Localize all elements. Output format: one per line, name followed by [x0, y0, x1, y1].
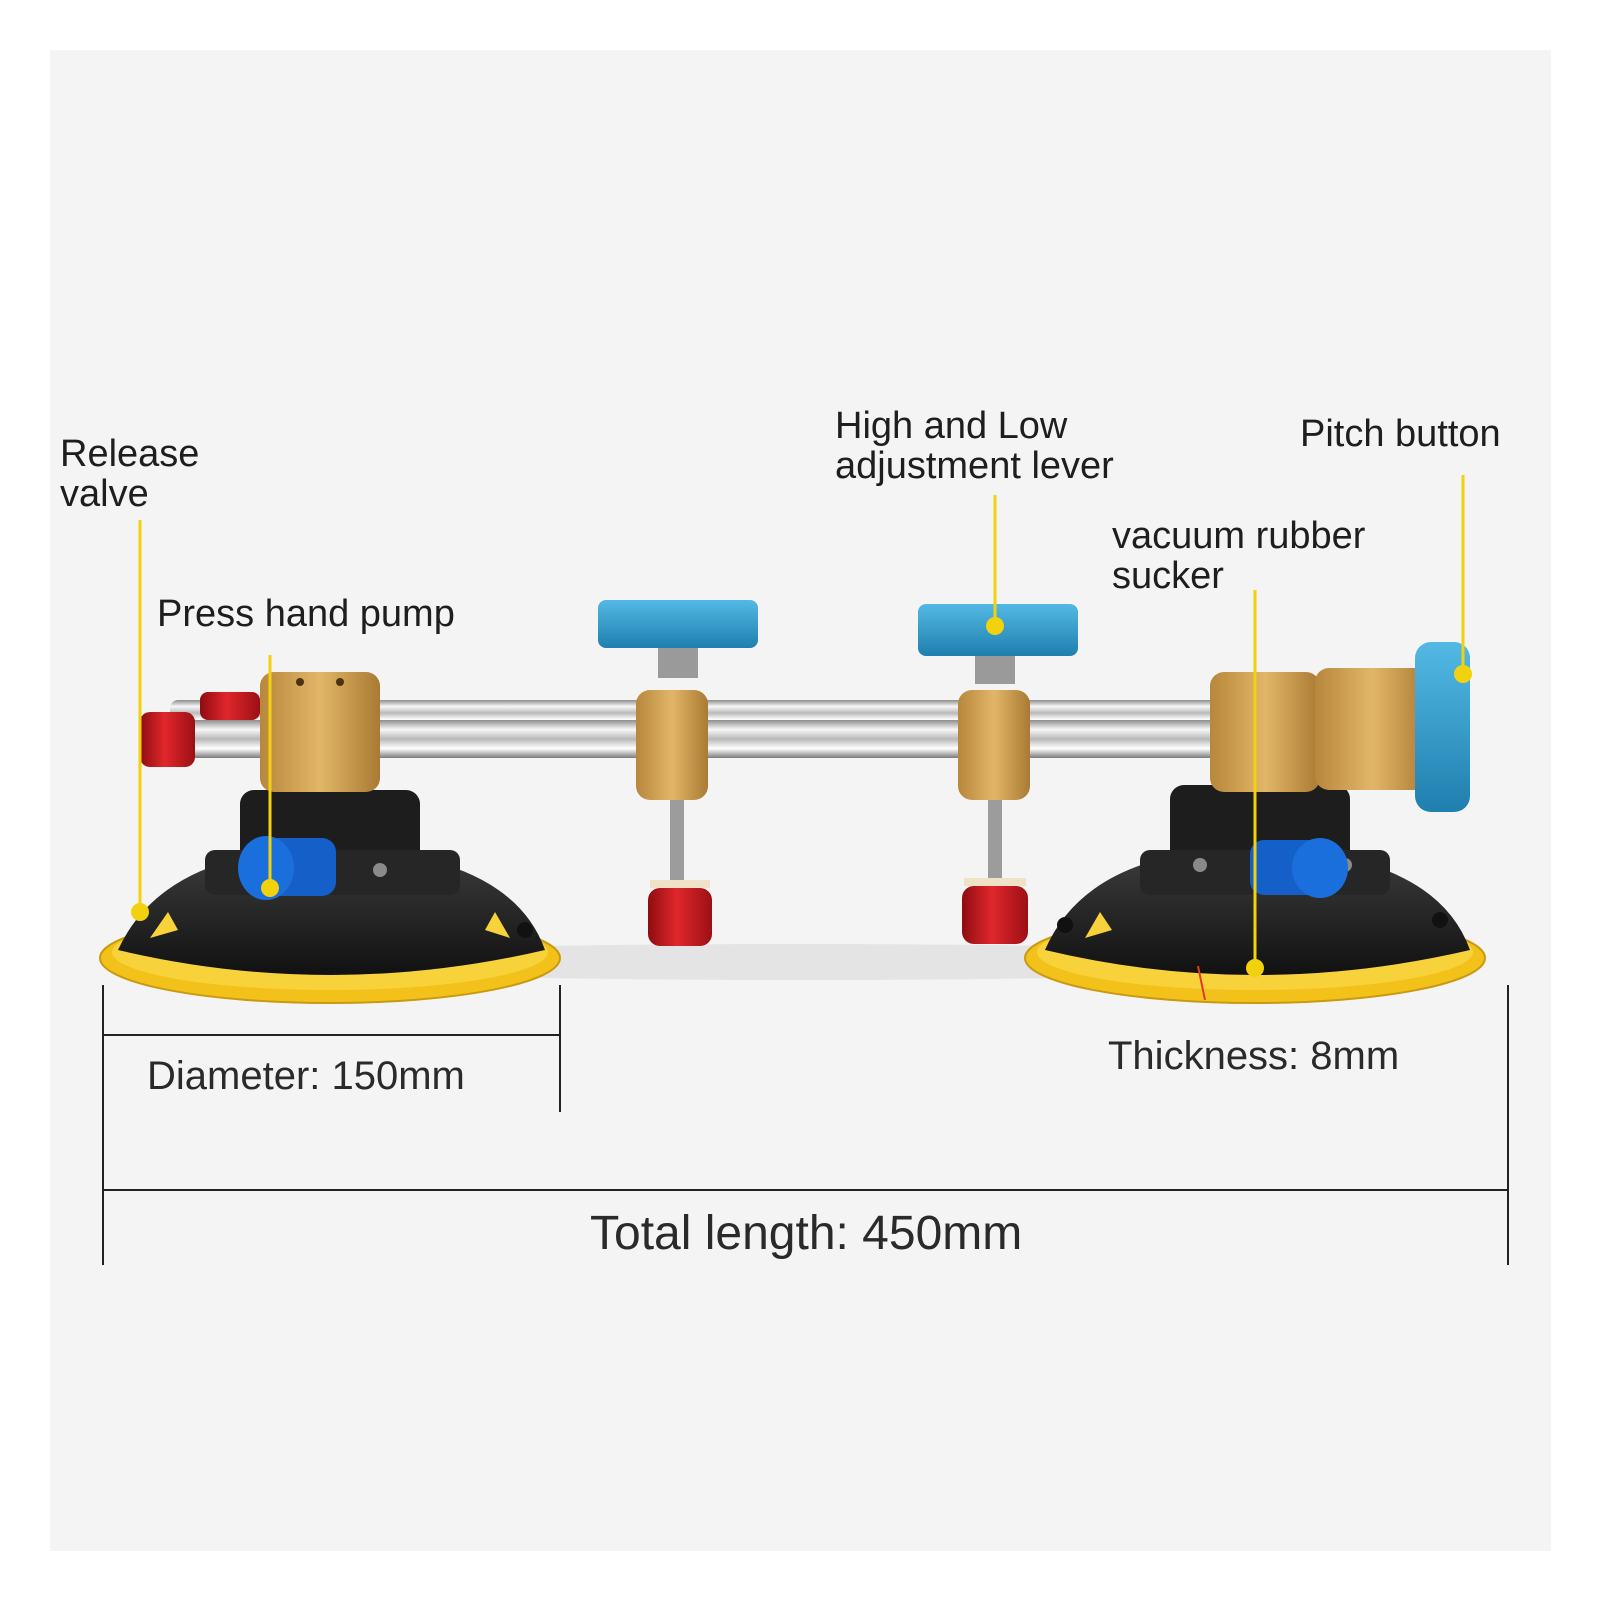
pitch-gold-clamp: [1315, 668, 1430, 790]
left-lever-clamp: [636, 690, 708, 800]
sucker-dot: [1246, 959, 1264, 977]
right-foot: [1057, 917, 1073, 933]
height-lever-label-line-2: adjustment lever: [835, 445, 1114, 487]
front-chrome-bar: [150, 720, 1380, 758]
clamp-hole: [296, 678, 304, 686]
pump-dot: [261, 879, 279, 897]
release-valve-dot: [131, 903, 149, 921]
left-threaded-rod: [670, 800, 684, 890]
right-suction-cup: [1024, 785, 1486, 1004]
rubber-sucker-label-line-2: sucker: [1112, 555, 1224, 597]
height-lever-label: High and Low adjustment lever: [835, 406, 1114, 486]
right-felt-pad: [964, 878, 1026, 886]
left-height-lever: [598, 600, 758, 946]
clamp-hole-2: [336, 678, 344, 686]
left-rim-tab-2: [485, 912, 510, 938]
callout-lines: [131, 475, 1472, 977]
right-red-foot: [962, 886, 1028, 944]
height-lever-label-line-1: High and Low: [835, 405, 1068, 447]
left-gold-clamp: [260, 672, 380, 792]
right-pump-cap: [1292, 838, 1348, 898]
release-valve-label: Release valve: [60, 434, 199, 514]
press-hand-pump-label: Press hand pump: [157, 593, 455, 635]
release-valve-cap: [140, 712, 195, 767]
left-red-foot: [648, 888, 712, 946]
left-pump-cap: [238, 836, 294, 900]
dimension-lines: [102, 985, 1509, 1265]
rear-red-cap: [200, 692, 260, 720]
rear-chrome-bar: [170, 700, 1380, 726]
release-valve-label-line-1: Release: [60, 433, 200, 475]
pitch-button-label: Pitch button: [1300, 413, 1501, 455]
left-screw: [373, 863, 387, 877]
total-length-label: Total length: 450mm: [590, 1207, 1023, 1260]
right-nut: [975, 656, 1015, 684]
release-valve-label-line-2: valve: [60, 473, 149, 515]
right-gold-clamp: [1210, 672, 1320, 792]
left-foot: [517, 922, 533, 938]
right-screw: [1193, 858, 1207, 872]
right-foot-2: [1432, 912, 1448, 928]
lever-dot: [986, 617, 1004, 635]
thickness-marker: [1197, 965, 1206, 1001]
right-lever-clamp: [958, 690, 1030, 800]
pitch-dot: [1454, 665, 1472, 683]
rubber-sucker-label-line-1: vacuum rubber: [1112, 515, 1366, 557]
left-rim-tab: [150, 912, 178, 938]
rubber-sucker-label: vacuum rubber sucker: [1112, 516, 1365, 596]
right-threaded-rod: [988, 800, 1002, 888]
thickness-label: Thickness: 8mm: [1108, 1034, 1400, 1078]
diameter-label: Diameter: 150mm: [147, 1054, 465, 1098]
left-nut: [658, 648, 698, 678]
right-rim-tab: [1085, 912, 1112, 938]
pitch-button-knob: [1415, 642, 1470, 812]
left-blue-knob: [598, 600, 758, 648]
left-felt-pad: [650, 880, 710, 888]
